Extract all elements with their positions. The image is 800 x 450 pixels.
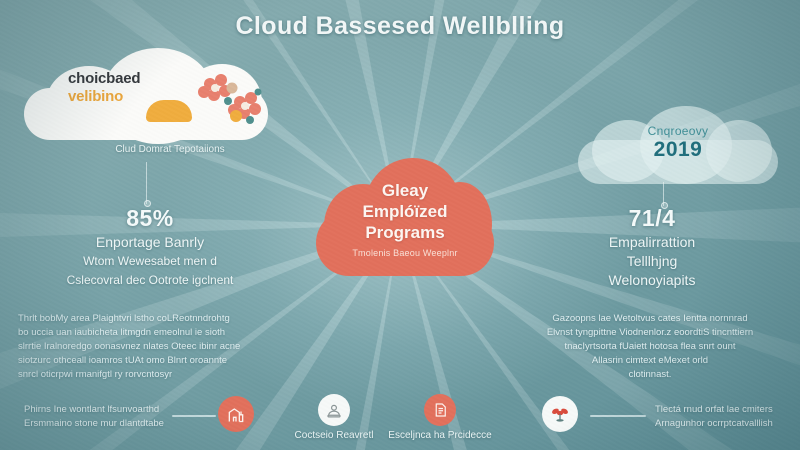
stat-block-left: 85% Enportage Banrly Wtom Wewesabet men … bbox=[16, 205, 284, 289]
flower-icon-glyph bbox=[552, 408, 568, 422]
footer-caption-center-1: Coctseio Reavretl bbox=[294, 430, 374, 441]
year-cloud: Cnqroeovy 2019 bbox=[578, 106, 778, 184]
document-icon-glyph bbox=[435, 403, 446, 417]
stat-value-left: 85% bbox=[126, 205, 174, 231]
connector-line-left bbox=[146, 162, 147, 204]
brand-logo-line1: choicbaed bbox=[68, 70, 141, 87]
brand-logo-line2: velibino bbox=[68, 88, 124, 105]
page-title: Cloud Bassesed Wellblling bbox=[235, 12, 565, 40]
stat-label-right-line3: Welonoyiapits bbox=[608, 272, 696, 288]
footer-text-left-line1: Phirns Ine wontlant lfsunvoarthd bbox=[24, 404, 160, 415]
paragraph-left: Thrlt bobMy area Plaightvri lstho coLReo… bbox=[18, 312, 290, 382]
flower-cluster-icon bbox=[198, 74, 262, 124]
center-cloud-line1: Gleay bbox=[381, 181, 429, 200]
stat-label-left-line3: Cslecovral dec Ootrote igclnent bbox=[66, 273, 234, 287]
year-cloud-line1: Cnqroeovy bbox=[647, 124, 709, 138]
cloud-shape-part bbox=[428, 182, 492, 266]
year-cloud-text: Cnqroeovy 2019 bbox=[578, 124, 778, 162]
footer-text-left-line2: Ersmmaino stone mur dlantdtabe bbox=[24, 418, 164, 429]
footer-text-right: Tlectá rnud orfat lae cmiters Arnagunhor… bbox=[655, 403, 795, 431]
footer-caption-center-2: Esceljnca ha Prcidecce bbox=[388, 430, 492, 441]
person-badge-icon[interactable] bbox=[318, 394, 350, 426]
center-cloud-line2: Emplóïzed bbox=[362, 202, 448, 221]
stat-label-right-line1: Empalirrattion bbox=[608, 234, 696, 250]
building-icon[interactable] bbox=[218, 396, 254, 432]
center-cloud: Gleay Emplóïzed Programs Tmolenis Baeou … bbox=[316, 158, 494, 276]
paragraph-right-line: Allasrin cimtext eMexet orld bbox=[591, 355, 709, 366]
footer-text-left: Phirns Ine wontlant lfsunvoarthd Ersmmai… bbox=[24, 403, 174, 431]
stat-value-right: 71/4 bbox=[628, 205, 676, 231]
document-icon[interactable] bbox=[424, 394, 456, 426]
connector-dot-right bbox=[661, 202, 668, 209]
paragraph-right: Gazoopns lae Wetoltvus cates Ientta norn… bbox=[514, 312, 786, 382]
paragraph-left-line: bo uccia uan iaubicheta litmgdn emeolnul… bbox=[18, 327, 226, 338]
year-cloud-line2: 2019 bbox=[653, 138, 703, 161]
divider-left bbox=[172, 415, 216, 417]
stat-block-right: 71/4 Empalirrattion Telllhjng Welonoyiap… bbox=[518, 205, 786, 289]
person-badge-icon-glyph bbox=[327, 404, 341, 418]
connector-dot-left bbox=[144, 200, 151, 207]
footer-text-right-line1: Tlectá rnud orfat lae cmiters bbox=[655, 404, 773, 415]
stat-label-left-line1: Enportage Banrly bbox=[95, 234, 205, 250]
paragraph-left-line: siotzurc othceall ioamros tUAt omo Blnrt… bbox=[18, 355, 228, 366]
paragraph-left-line: slrrtie Iralnoredgo oonasvnez nlates Ote… bbox=[18, 341, 241, 352]
center-cloud-subtitle: Tmolenis Baeou Weeplnr bbox=[352, 248, 458, 258]
orange-blob-icon bbox=[146, 100, 192, 122]
connector-line-right bbox=[663, 182, 664, 206]
footer-text-right-line2: Arnagunhor ocrrptcatvalllish bbox=[655, 418, 773, 429]
center-cloud-line3: Programs bbox=[365, 223, 445, 242]
paragraph-right-line: tnacIyrtsorta fUaiett hotosa flea snrt o… bbox=[564, 341, 736, 352]
paragraph-left-line: Thrlt bobMy area Plaightvri lstho coLReo… bbox=[18, 313, 230, 324]
brand-cloud-caption: Clud Domrat Tepotaiions bbox=[115, 144, 225, 155]
paragraph-right-line: Elvnst tyngpittne Viodnenlor.z eoordtiS … bbox=[546, 327, 754, 338]
brand-cloud: choicbaed velibino bbox=[24, 48, 268, 144]
center-cloud-text: Gleay Emplóïzed Programs Tmolenis Baeou … bbox=[316, 180, 494, 258]
paragraph-right-line: Gazoopns lae Wetoltvus cates Ientta norn… bbox=[552, 313, 748, 324]
paragraph-left-line: snrcl oticrpwi rmanifgtl ry rorvcntosyr bbox=[18, 369, 173, 380]
paragraph-right-line: clotinnast. bbox=[628, 369, 672, 380]
brand-logo: choicbaed velibino bbox=[68, 70, 262, 130]
building-icon-glyph bbox=[228, 408, 244, 423]
divider-right bbox=[590, 415, 646, 417]
flower-icon[interactable] bbox=[542, 396, 578, 432]
stat-label-left-line2: Wtom Wewesabet men d bbox=[83, 254, 217, 268]
stat-label-right-line2: Telllhjng bbox=[626, 253, 678, 269]
cloud-shape-part bbox=[706, 120, 772, 182]
